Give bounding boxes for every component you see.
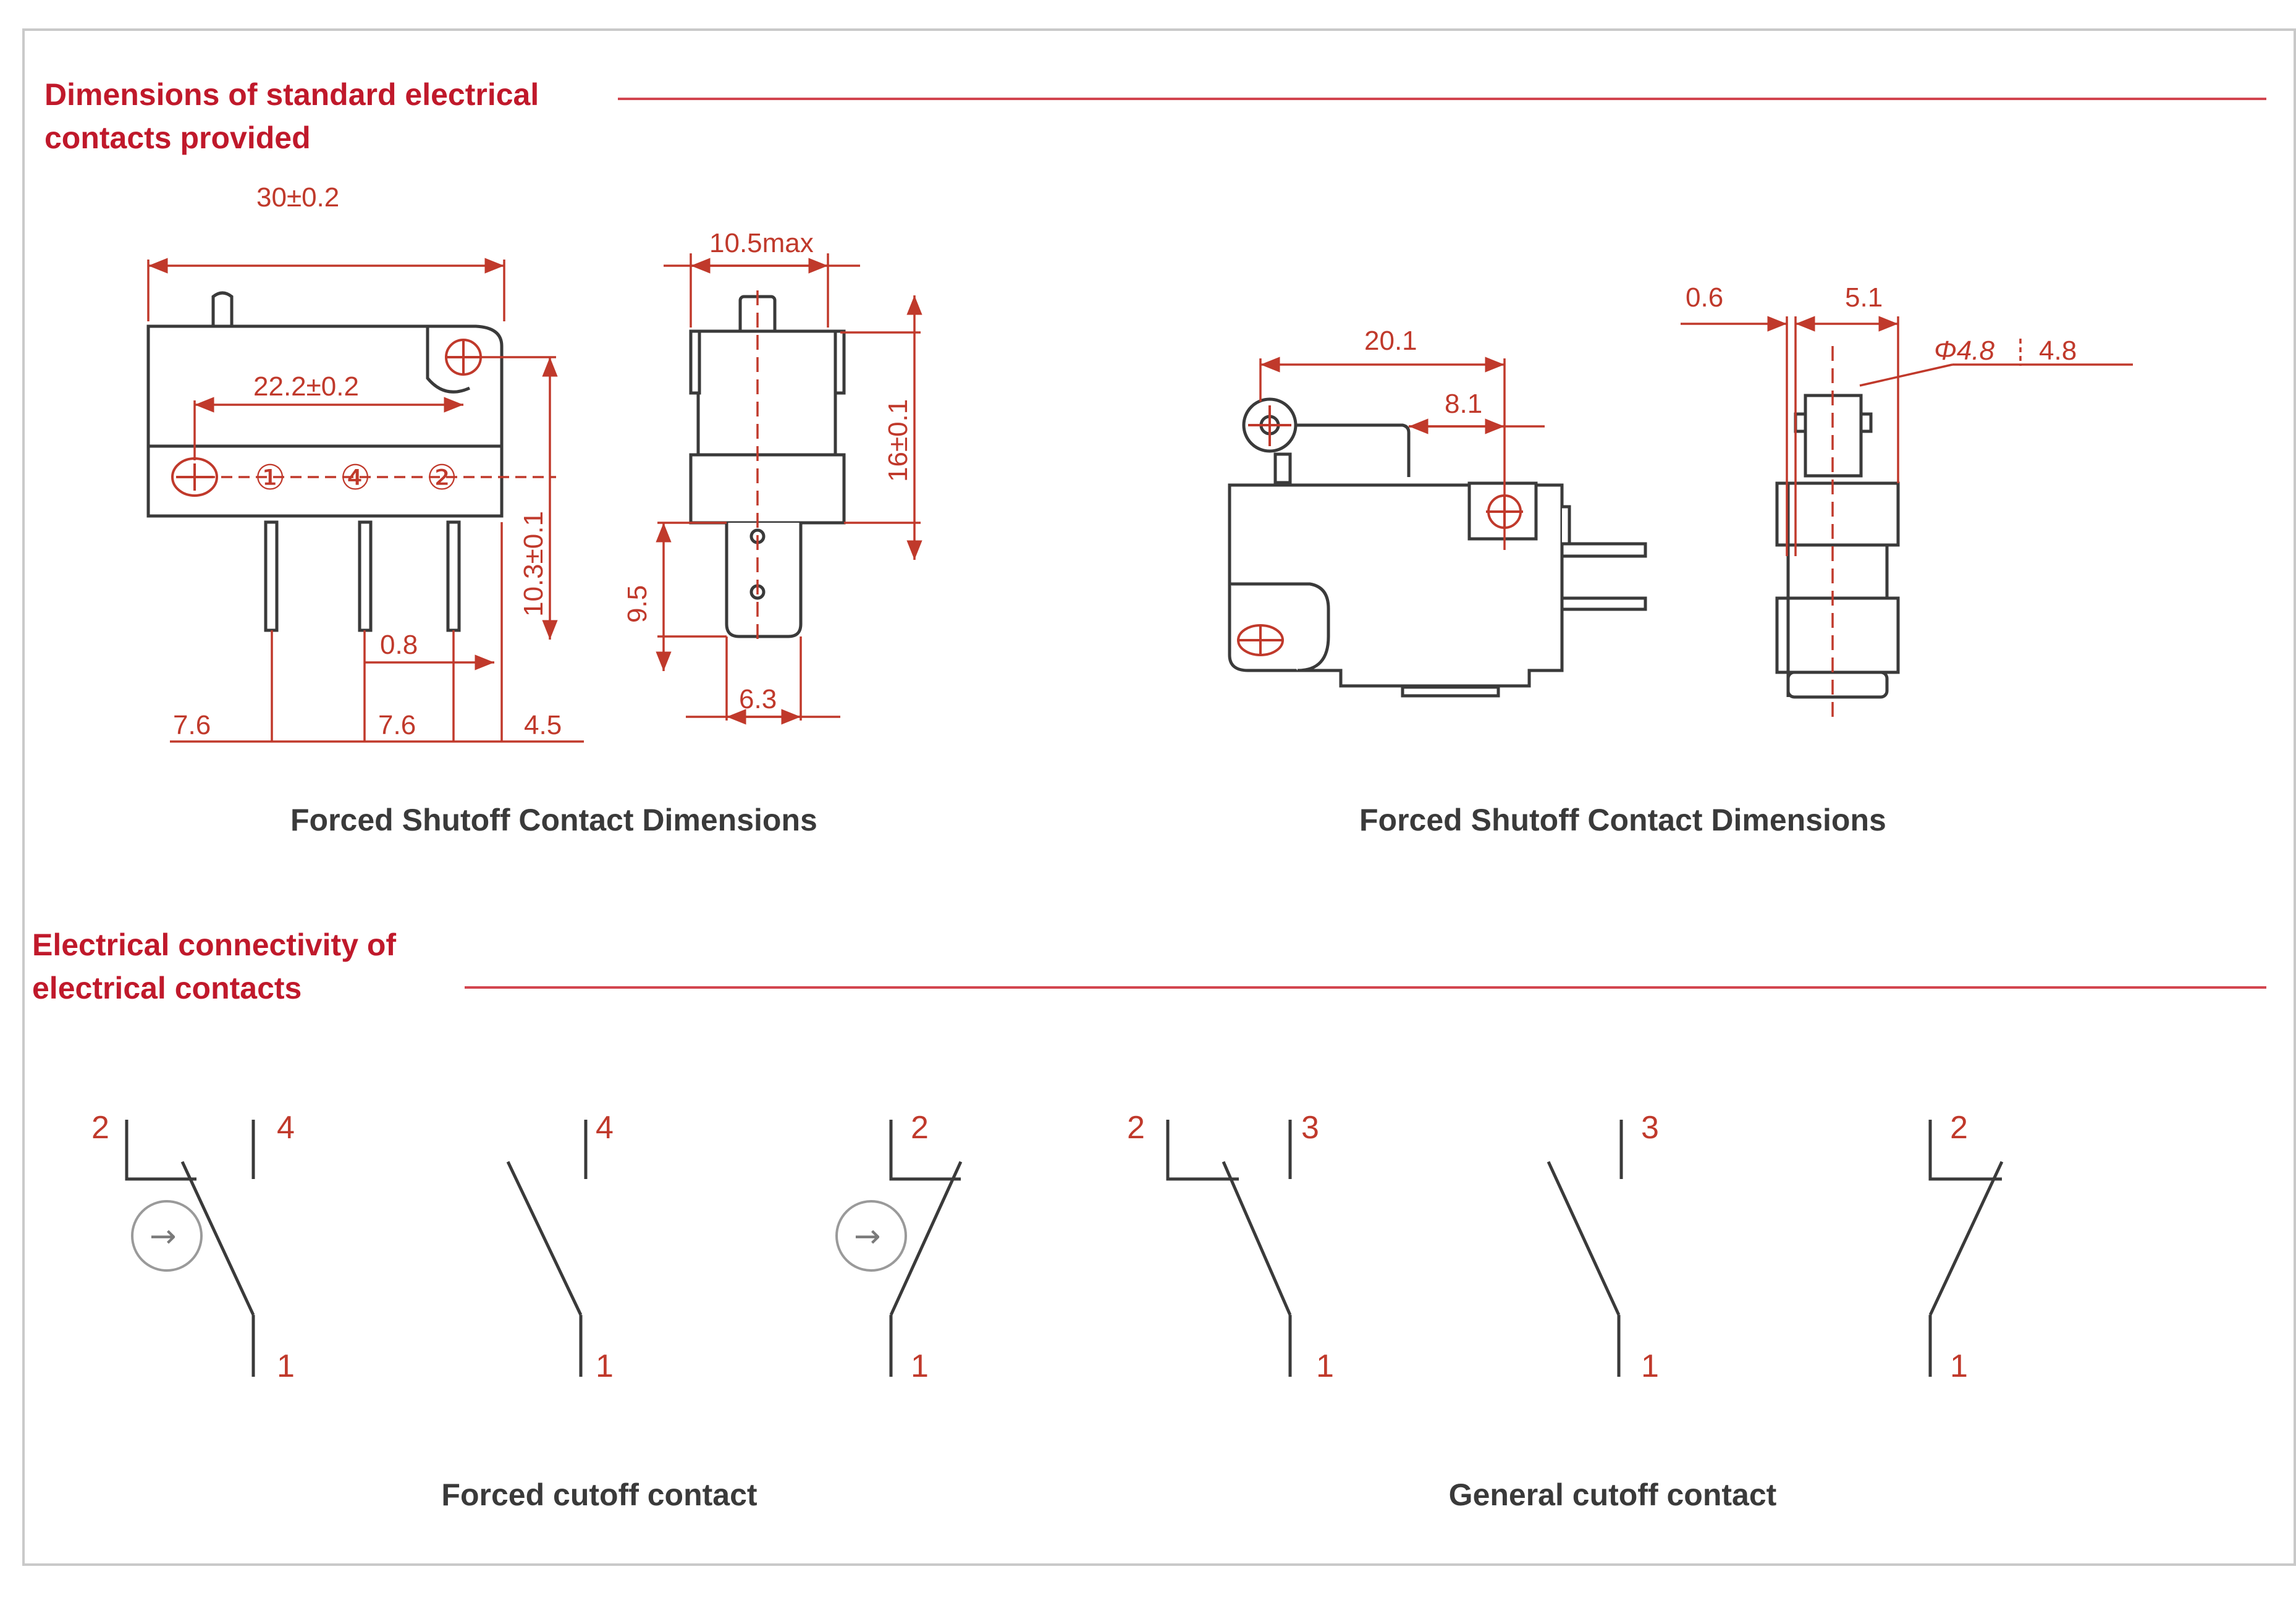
dim-roller-diameter: Φ4.8	[1934, 336, 1995, 366]
side-view-drawing	[689, 295, 846, 638]
caption-general-cutoff: General cutoff contact	[1448, 1477, 1777, 1512]
lever-front-view-drawing	[1228, 397, 1647, 698]
contact-schematic-2: 4 1	[506, 1110, 614, 1384]
dim-terminal-length: 9.5	[622, 585, 652, 623]
contact-3-top-right: 2	[911, 1110, 929, 1146]
contact-schematic-1: 2 4 1 →	[91, 1110, 295, 1384]
contact-4-bottom: 1	[1316, 1348, 1334, 1384]
contact-6-bottom: 1	[1950, 1348, 1968, 1384]
section-connectivity-rule	[465, 986, 2266, 989]
contact-5-bottom: 1	[1641, 1348, 1659, 1384]
caption-lever-dimensions: Forced Shutoff Contact Dimensions	[1359, 803, 1886, 837]
contact-schematic-3: 2 1 →	[835, 1110, 963, 1384]
arrow-right-icon: →	[854, 1218, 881, 1255]
side-view-labels: 10.5max 16±0.1 9.5 6.3	[622, 228, 913, 714]
front-view-drawing	[146, 291, 504, 632]
lever-front-view-labels: 20.1 8.1	[1364, 326, 1482, 419]
dim-height-terminal: 10.3±0.1	[518, 511, 549, 617]
section-dimensions-title-line2: contacts provided	[44, 120, 311, 155]
section-connectivity-title: Electrical connectivity of electrical co…	[32, 923, 396, 1010]
contact-2-bottom: 1	[596, 1348, 614, 1384]
dim-gap: 0.8	[380, 630, 418, 660]
caption-front-dimensions: Forced Shutoff Contact Dimensions	[290, 803, 817, 837]
dim-width-max: 10.5max	[709, 228, 814, 258]
section-connectivity-title-line2: electrical contacts	[32, 971, 302, 1005]
contact-1-top-left: 2	[91, 1110, 109, 1146]
front-view-dimension-lines	[147, 258, 584, 743]
dim-pitch-left: 7.6	[173, 710, 211, 740]
section-connectivity-title-line1: Electrical connectivity of	[32, 928, 397, 962]
terminal-1-label: ①	[255, 458, 285, 497]
contact-4-top-left: 2	[1127, 1110, 1145, 1146]
lever-front-view-dimension-lines	[1259, 357, 1545, 550]
dim-side-height: 16±0.1	[883, 399, 913, 482]
side-view-dimension-lines	[656, 253, 922, 725]
contact-schematic-5: 3 1	[1547, 1110, 1659, 1384]
dim-roller-pos: 5.1	[1845, 282, 1883, 313]
section-dimensions-rule	[618, 98, 2266, 100]
section-dimensions-title: Dimensions of standard electrical contac…	[44, 73, 539, 159]
contact-5-top-right: 3	[1641, 1110, 1659, 1146]
dim-pitch-mid: 7.6	[378, 710, 416, 740]
terminal-4-label: ④	[340, 458, 371, 497]
dim-roller-width: 4.8	[2039, 336, 2077, 366]
arrow-right-icon: →	[150, 1218, 177, 1255]
caption-forced-cutoff: Forced cutoff contact	[441, 1477, 758, 1512]
diagram-frame	[22, 28, 2296, 1566]
dim-hole-spacing: 22.2±0.2	[253, 371, 359, 402]
contact-4-top-right: 3	[1301, 1110, 1319, 1146]
contact-schematic-6: 2 1	[1928, 1110, 2004, 1384]
contact-1-top-right: 4	[277, 1110, 295, 1146]
dim-edge: 4.5	[524, 710, 562, 740]
contact-schematic-4: 2 3 1	[1127, 1110, 1334, 1384]
front-view-labels: 30±0.2 22.2±0.2 ① ④ ② 10.3±0.1 0.8 7.6 7…	[173, 182, 562, 740]
dim-lever-offset: 8.1	[1445, 389, 1482, 419]
contact-3-bottom: 1	[911, 1348, 929, 1384]
contact-1-bottom: 1	[277, 1348, 295, 1384]
lever-side-view-drawing	[1775, 394, 1900, 699]
contact-6-top-right: 2	[1950, 1110, 1968, 1146]
section-dimensions-title-line1: Dimensions of standard electrical	[44, 77, 539, 112]
dim-roller-offset: 0.6	[1686, 282, 1723, 313]
lever-side-view-labels: 0.6 5.1 Φ4.8 4.8	[1686, 282, 2077, 366]
dim-terminal-width: 6.3	[739, 684, 777, 714]
terminal-2-label: ②	[426, 458, 457, 497]
dim-lever-length: 20.1	[1364, 326, 1417, 356]
dim-overall-length: 30±0.2	[256, 182, 339, 213]
contact-2-top-right: 4	[596, 1110, 614, 1146]
lever-side-view-dimension-lines	[1681, 316, 2133, 723]
